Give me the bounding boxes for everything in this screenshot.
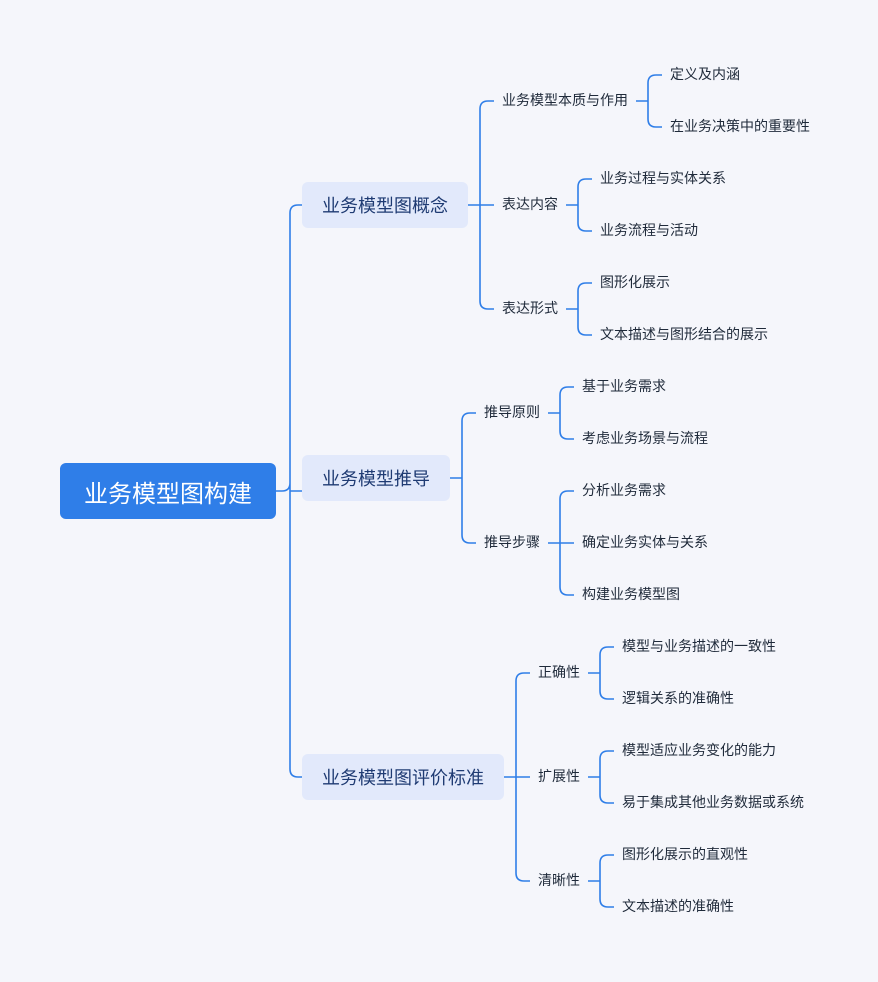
root-topic[interactable]: 业务模型图构建 xyxy=(60,463,276,519)
subtopic-clarity[interactable]: 清晰性 xyxy=(538,873,580,889)
subtopic-derivation-steps[interactable]: 推导步骤 xyxy=(484,535,540,551)
leaf-graphical-display[interactable]: 图形化展示 xyxy=(600,275,670,291)
leaf-consider-scenarios[interactable]: 考虑业务场景与流程 xyxy=(582,431,708,447)
leaf-graphical-intuitiveness[interactable]: 图形化展示的直观性 xyxy=(622,847,748,863)
leaf-analyze-requirements[interactable]: 分析业务需求 xyxy=(582,483,666,499)
connector-sub-3-1 xyxy=(588,646,614,700)
leaf-importance-in-decisions[interactable]: 在业务决策中的重要性 xyxy=(670,119,810,135)
subtopic-correctness[interactable]: 正确性 xyxy=(538,665,580,681)
connector-sub-2-1 xyxy=(548,386,574,440)
leaf-determine-entities[interactable]: 确定业务实体与关系 xyxy=(582,535,708,551)
leaf-easy-integration[interactable]: 易于集成其他业务数据或系统 xyxy=(622,795,804,811)
connector-sub-1-1 xyxy=(636,74,662,128)
leaf-text-graphic-combined[interactable]: 文本描述与图形结合的展示 xyxy=(600,327,768,343)
leaf-text-accuracy[interactable]: 文本描述的准确性 xyxy=(622,899,734,915)
leaf-logic-accuracy[interactable]: 逻辑关系的准确性 xyxy=(622,691,734,707)
subtopic-derivation-principles[interactable]: 推导原则 xyxy=(484,405,540,421)
subtopic-extensibility[interactable]: 扩展性 xyxy=(538,769,580,785)
connector-sub-1-2 xyxy=(566,178,592,232)
topic-business-model-concept[interactable]: 业务模型图概念 xyxy=(302,182,468,228)
connector-root-trunk xyxy=(276,204,302,778)
connector-branch-2 xyxy=(450,412,476,544)
connector-branch-3 xyxy=(504,672,530,882)
connector-sub-3-3 xyxy=(588,854,614,908)
topic-business-model-derivation[interactable]: 业务模型推导 xyxy=(302,455,450,501)
leaf-model-consistency[interactable]: 模型与业务描述的一致性 xyxy=(622,639,776,655)
leaf-flows-and-activities[interactable]: 业务流程与活动 xyxy=(600,223,698,239)
leaf-definition[interactable]: 定义及内涵 xyxy=(670,67,740,83)
connector-sub-3-2 xyxy=(588,750,614,804)
subtopic-expression-content[interactable]: 表达内容 xyxy=(502,197,558,213)
connector-branch-1 xyxy=(468,100,494,310)
leaf-process-entity-relations[interactable]: 业务过程与实体关系 xyxy=(600,171,726,187)
leaf-based-on-requirements[interactable]: 基于业务需求 xyxy=(582,379,666,395)
topic-business-model-evaluation[interactable]: 业务模型图评价标准 xyxy=(302,754,504,800)
connector-sub-1-3 xyxy=(566,282,592,336)
leaf-adapt-to-change[interactable]: 模型适应业务变化的能力 xyxy=(622,743,776,759)
leaf-build-model-diagram[interactable]: 构建业务模型图 xyxy=(582,587,680,603)
subtopic-expression-form[interactable]: 表达形式 xyxy=(502,301,558,317)
connector-sub-2-2 xyxy=(548,490,574,596)
subtopic-nature-and-role[interactable]: 业务模型本质与作用 xyxy=(502,93,628,109)
